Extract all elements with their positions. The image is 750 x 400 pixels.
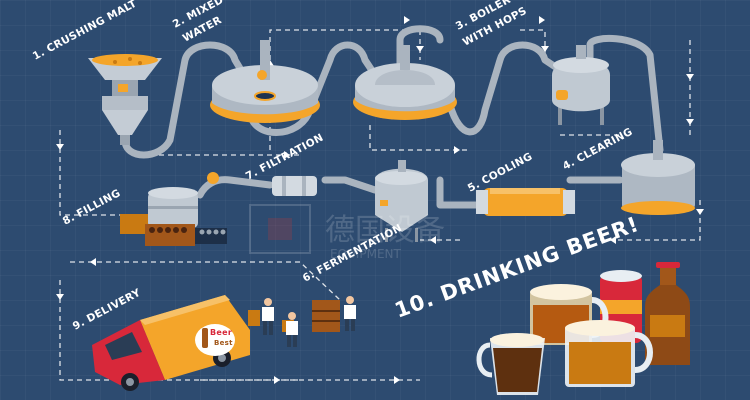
flow-arrows — [56, 16, 704, 384]
hop-tank — [552, 45, 610, 125]
cooler — [476, 188, 575, 216]
beer-drinks — [476, 262, 690, 395]
hop-boiler — [353, 45, 457, 120]
keg-filling — [120, 187, 227, 246]
truck-logo-text-1: Beer — [210, 328, 232, 337]
malt-crusher — [88, 54, 162, 145]
step-8-label: 8. FILLING — [61, 187, 123, 228]
delivery-truck — [92, 295, 250, 391]
mash-tun — [210, 40, 320, 123]
watermark-latin: EQUIPMENT — [330, 247, 401, 261]
watermark: 德国设备 EQUIPMENT — [249, 204, 445, 261]
clearing-tank — [621, 140, 695, 215]
step-7-label: 7. FILTRATION — [244, 132, 326, 183]
pipes — [121, 25, 664, 209]
filter-unit — [207, 172, 317, 196]
truck-logo-text-2: Best — [214, 339, 233, 347]
watermark-chinese: 德国设备 — [325, 213, 445, 248]
step-1-label: 1. CRUSHING MALT — [31, 0, 140, 63]
delivery-workers — [248, 296, 356, 347]
fermentation-tank — [375, 160, 428, 242]
